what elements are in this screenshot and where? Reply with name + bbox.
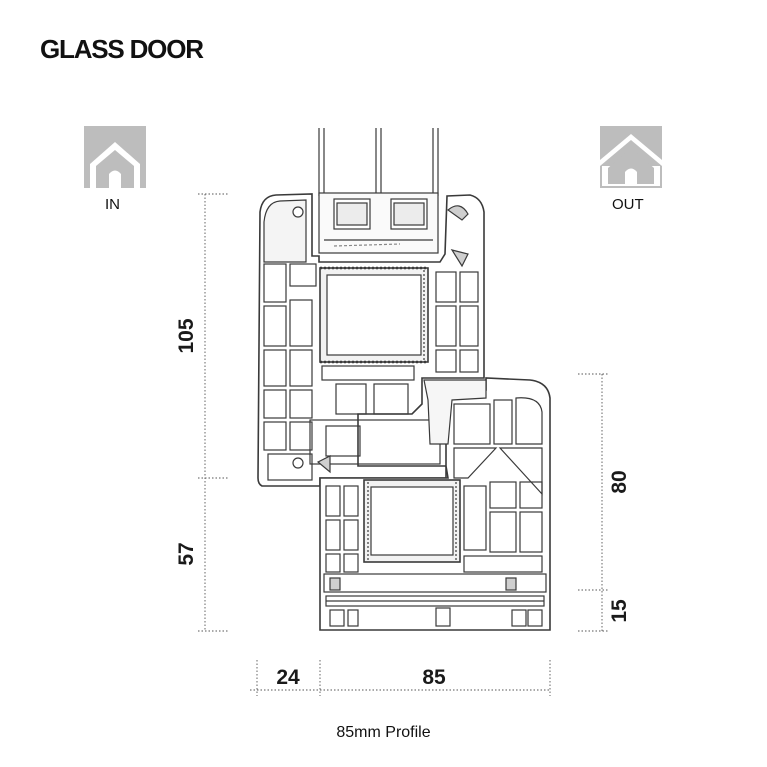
inside-label: IN — [105, 196, 120, 213]
house-icon — [84, 126, 146, 188]
page-title: GLASS DOOR — [40, 34, 204, 64]
dimension-lines — [198, 193, 608, 696]
glass-unit — [318, 128, 439, 254]
outside-label: OUT — [612, 196, 644, 213]
inside-house-icon — [84, 126, 146, 188]
dimension-bottom-left: 24 — [276, 666, 300, 689]
profile-caption: 85mm Profile — [336, 724, 431, 741]
dimension-bottom-right: 85 — [422, 666, 446, 689]
outside-house-icon — [600, 126, 662, 188]
profile-cross-section — [257, 128, 551, 631]
dimension-right-lower: 15 — [608, 599, 631, 623]
house-icon — [600, 126, 662, 188]
dimension-left-upper: 105 — [175, 318, 198, 353]
dimension-right-upper: 80 — [608, 470, 631, 493]
dimension-left-lower: 57 — [175, 542, 198, 565]
